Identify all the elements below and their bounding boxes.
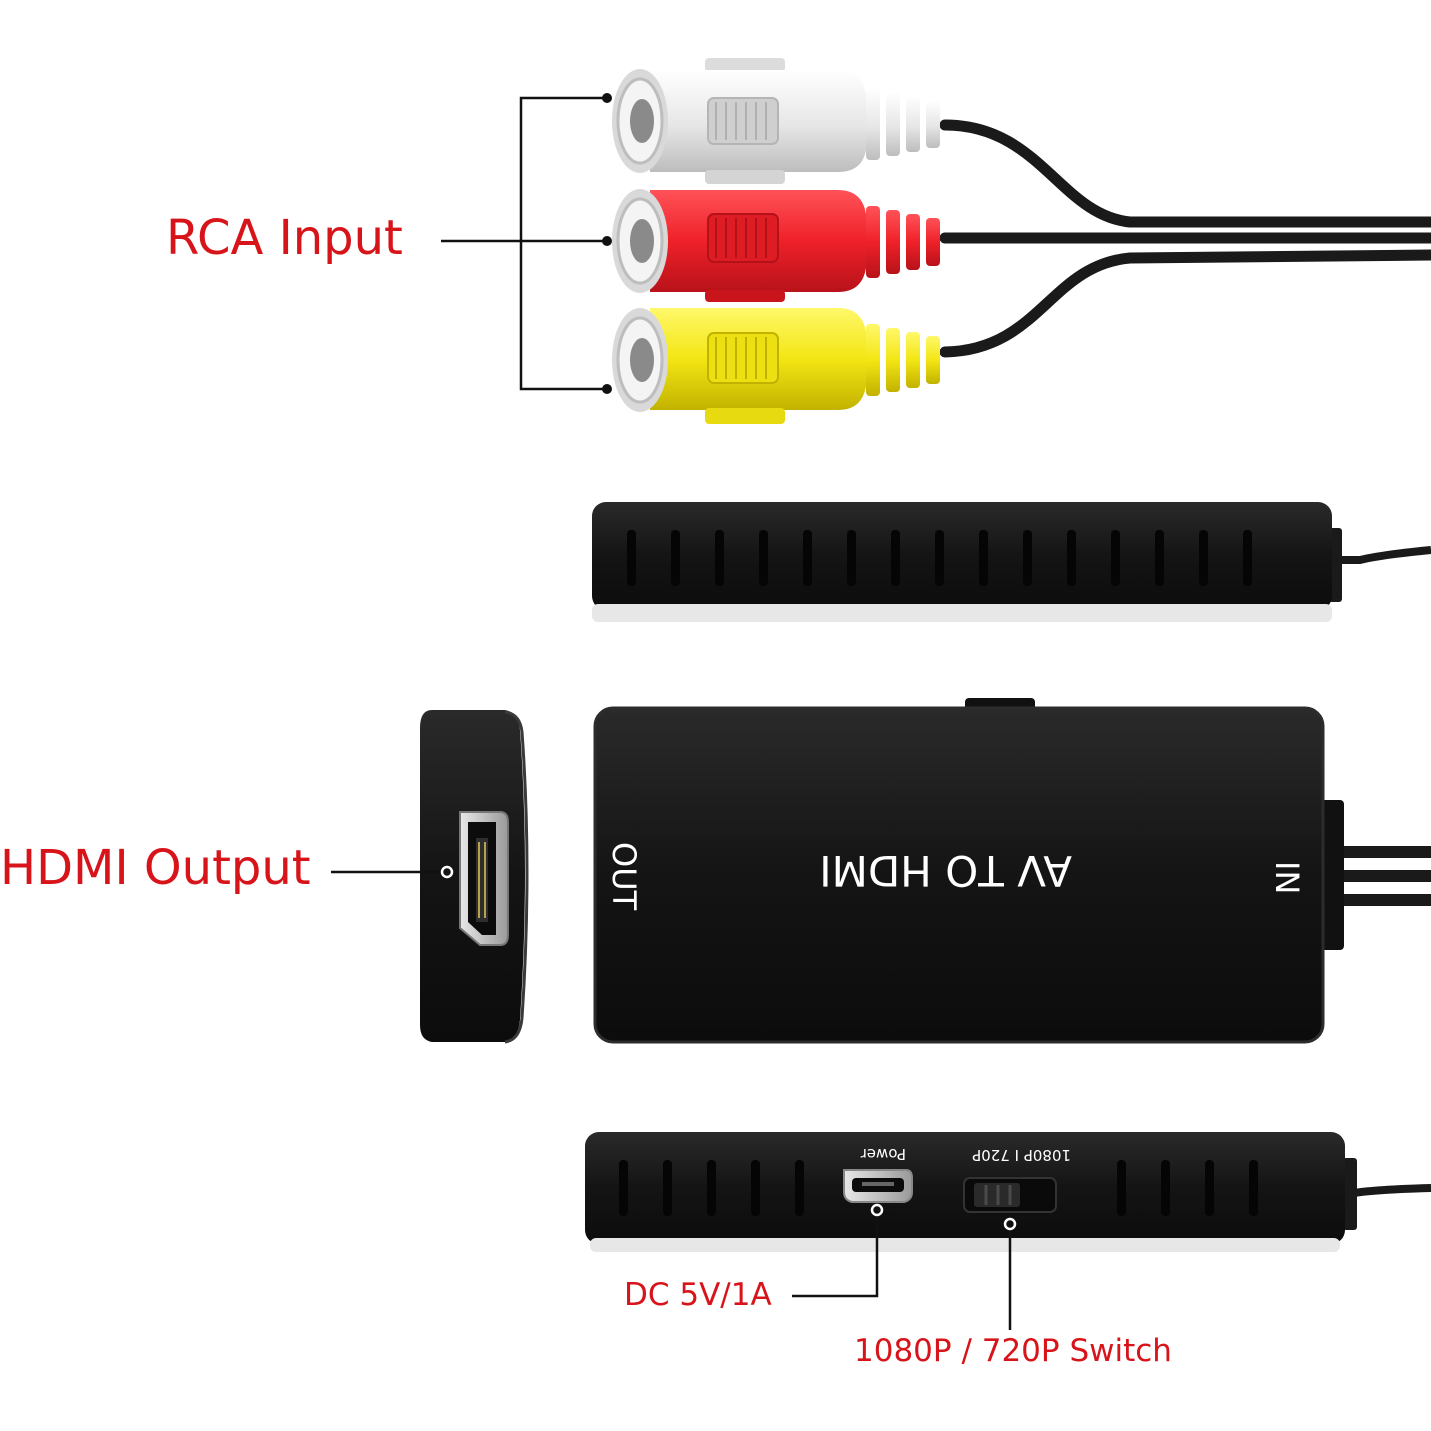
rca-plug-red [612, 189, 940, 302]
device-side-view-top [592, 502, 1431, 622]
hdmi-leader-line [331, 865, 454, 879]
device-top-view [593, 698, 1431, 1044]
dc-power-label: DC 5V/1A [624, 1277, 772, 1313]
device-in-label: IN [1268, 861, 1306, 895]
device-out-label: OUT [605, 842, 643, 911]
rca-plug-white [612, 58, 940, 184]
device-title: AV TO HDMI [819, 846, 1072, 895]
rca-plug-yellow [612, 308, 940, 424]
resolution-switch-label: 1080P / 720P Switch [854, 1333, 1172, 1369]
switch-label: 1080P I 720P [972, 1146, 1071, 1164]
hdmi-port-icon [459, 811, 509, 946]
resolution-switch-icon [963, 1177, 1057, 1213]
rca-input-label: RCA Input [166, 210, 403, 266]
power-port-label: Power [860, 1145, 906, 1163]
dc-leader-line [792, 1214, 879, 1298]
micro-usb-port-icon [843, 1169, 913, 1203]
hdmi-output-label: HDMI Output [0, 840, 311, 896]
rca-leader-line [441, 96, 607, 391]
rca-cables [939, 119, 1431, 358]
